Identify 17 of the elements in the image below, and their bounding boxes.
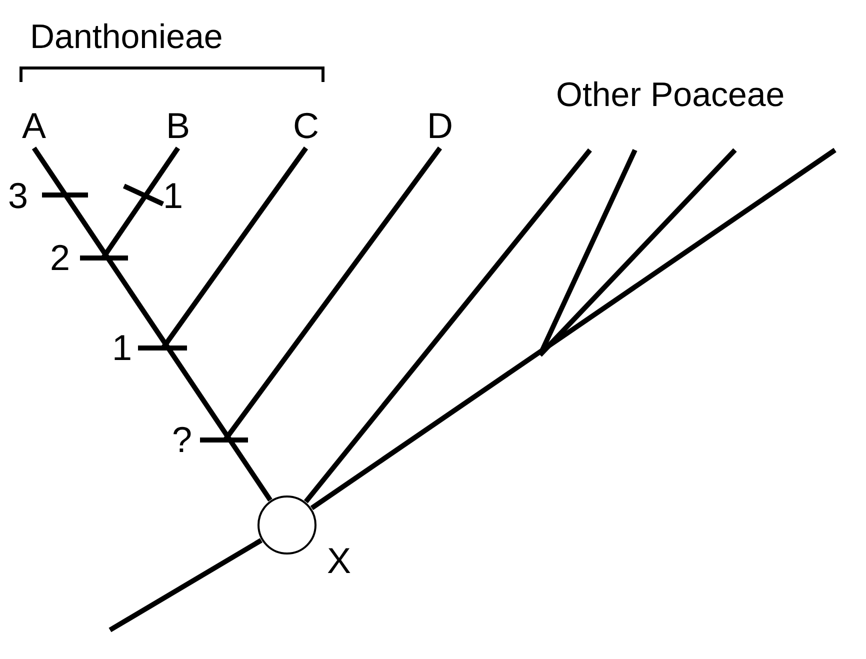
branch-line: [108, 538, 262, 632]
node-caption: X: [327, 543, 352, 579]
taxon-label: D: [420, 104, 460, 148]
character-number: ?: [172, 422, 192, 458]
group-label: Other Poaceae: [556, 78, 785, 112]
group-label: Danthonieae: [30, 20, 223, 54]
branch-line: [304, 148, 592, 504]
taxon-label: A: [14, 104, 54, 148]
taxon-label: B: [158, 104, 198, 148]
ancestor-circle: [257, 495, 317, 555]
character-number: 1: [112, 330, 132, 366]
branch-line: [310, 148, 836, 510]
branch-line: [32, 146, 272, 502]
character-number: 2: [50, 240, 70, 276]
taxon-label: C: [286, 104, 326, 148]
character-number: 3: [8, 178, 28, 214]
character-number: 1: [163, 178, 184, 214]
